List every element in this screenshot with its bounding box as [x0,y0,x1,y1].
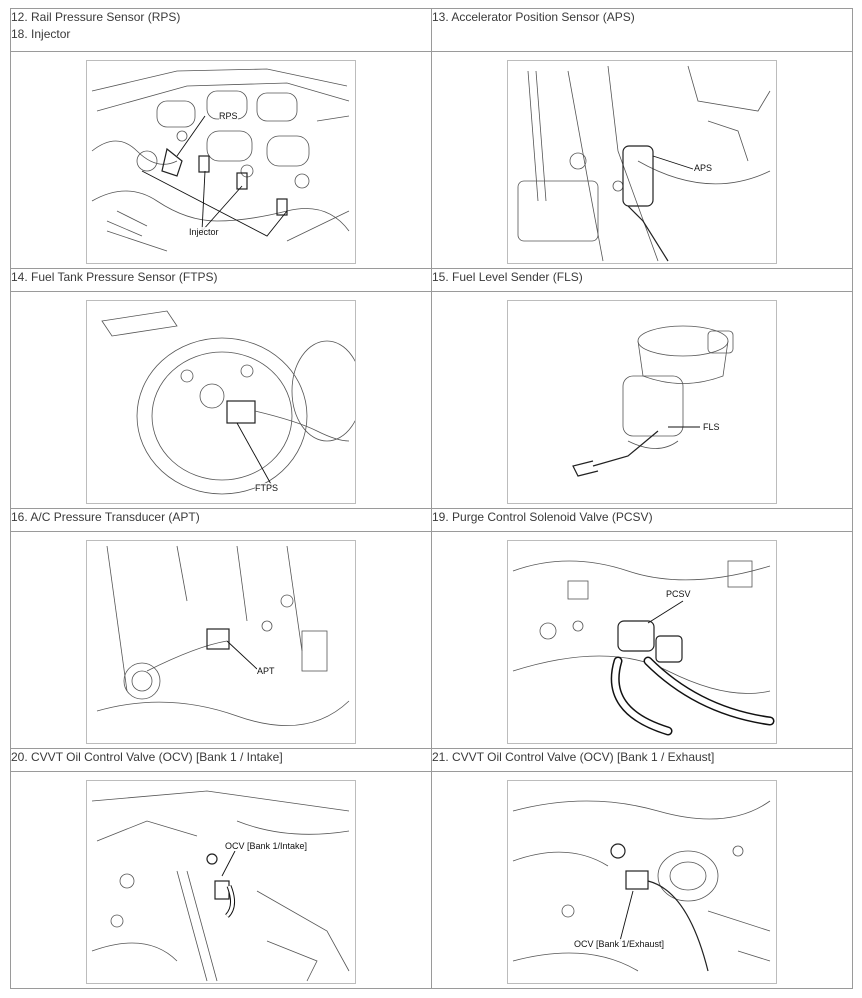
ocv-intake-drawing [91,790,350,982]
label-aps: APS [694,163,713,173]
figure-cell-ocv-exhaust: OCV [Bank 1/Exhaust] [431,771,853,989]
title-injector: 18. Injector [11,27,71,41]
figure-cell-fls: FLS [431,291,853,509]
figure-cell-ocv-intake: OCV [Bank 1/Intake] [10,771,432,989]
header-cell-pcsv: 19. Purge Control Solenoid Valve (PCSV) [431,508,853,532]
diagram-pcsv: PCSV [507,540,777,744]
engine-drawing [91,68,350,252]
header-cell-ocv-intake: 20. CVVT Oil Control Valve (OCV) [Bank 1… [10,748,432,772]
ac-line-drawing [96,545,350,726]
diagram-aps: APS [507,60,777,264]
header-cell-fls: 15. Fuel Level Sender (FLS) [431,268,853,292]
header-cell-rps: 12. Rail Pressure Sensor (RPS) 18. Injec… [10,8,432,52]
label-fls: FLS [703,422,720,432]
label-apt: APT [257,666,275,676]
label-ocv-intake: OCV [Bank 1/Intake] [225,841,308,851]
header-cell-aps: 13. Accelerator Position Sensor (APS) [431,8,853,52]
title-aps: 13. Accelerator Position Sensor (APS) [432,10,635,24]
title-ocv-intake: 20. CVVT Oil Control Valve (OCV) [Bank 1… [11,750,283,764]
figure-cell-ftps: FTPS [10,291,432,509]
header-cell-ocv-exhaust: 21. CVVT Oil Control Valve (OCV) [Bank 1… [431,748,853,772]
title-apt: 16. A/C Pressure Transducer (APT) [11,510,200,524]
diagram-ocv-exhaust: OCV [Bank 1/Exhaust] [507,780,777,984]
fuel-tank-drawing [101,310,355,495]
title-fls: 15. Fuel Level Sender (FLS) [432,270,583,284]
header-cell-apt: 16. A/C Pressure Transducer (APT) [10,508,432,532]
pedal-drawing [517,65,771,262]
label-pcsv: PCSV [666,589,691,599]
title-pcsv: 19. Purge Control Solenoid Valve (PCSV) [432,510,653,524]
purge-valve-drawing [512,560,775,736]
label-ftps: FTPS [255,483,279,493]
label-rps: RPS [219,111,238,121]
figure-cell-rps: RPS Injector [10,51,432,269]
title-ftps: 14. Fuel Tank Pressure Sensor (FTPS) [11,270,218,284]
title-rps: 12. Rail Pressure Sensor (RPS) [11,10,181,24]
header-cell-ftps: 14. Fuel Tank Pressure Sensor (FTPS) [10,268,432,292]
fuel-sender-drawing [572,325,734,477]
ocv-exhaust-drawing [512,800,771,972]
figure-cell-aps: APS [431,51,853,269]
title-ocv-exhaust: 21. CVVT Oil Control Valve (OCV) [Bank 1… [432,750,715,764]
figure-cell-pcsv: PCSV [431,531,853,749]
sensor-location-table: 12. Rail Pressure Sensor (RPS) 18. Injec… [10,8,853,989]
label-ocv-exhaust: OCV [Bank 1/Exhaust] [574,939,665,949]
diagram-rps-injector: RPS Injector [86,60,356,264]
figure-cell-apt: APT [10,531,432,749]
diagram-apt: APT [86,540,356,744]
label-injector: Injector [189,227,219,237]
diagram-fls: FLS [507,300,777,504]
diagram-ocv-intake: OCV [Bank 1/Intake] [86,780,356,984]
diagram-ftps: FTPS [86,300,356,504]
